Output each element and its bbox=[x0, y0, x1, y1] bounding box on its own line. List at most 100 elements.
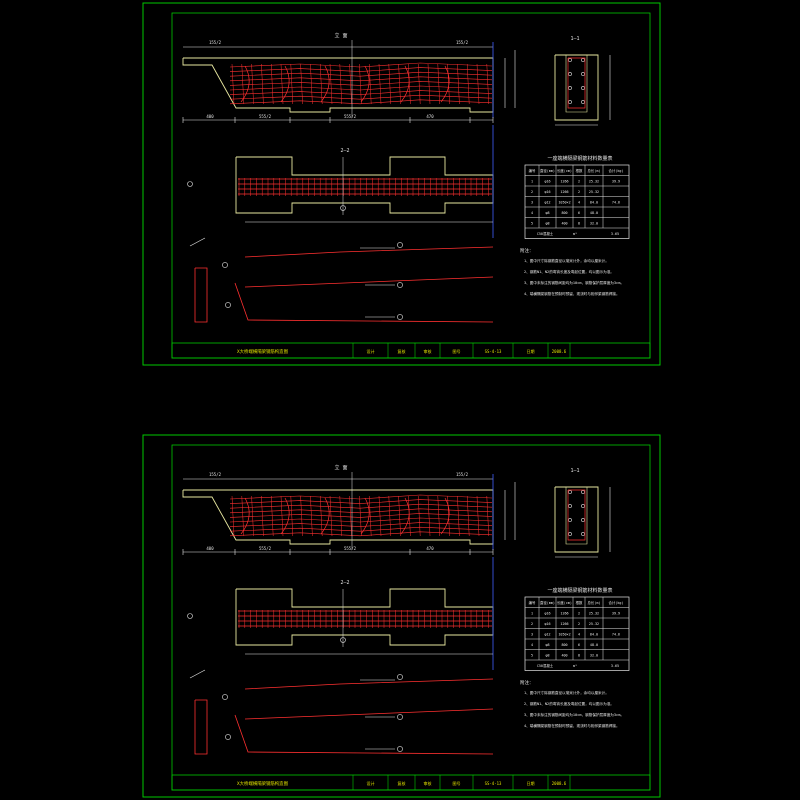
callout-circle bbox=[340, 205, 346, 211]
table-cell: 400 bbox=[561, 654, 567, 658]
rebar-stirrup bbox=[388, 495, 392, 537]
dim-top-left: 155/2 bbox=[209, 40, 222, 45]
table-header-cell: 总长(m) bbox=[588, 600, 601, 605]
title-block-cell: 设计 bbox=[367, 348, 375, 354]
rebar-stirrup bbox=[241, 63, 245, 105]
note-item: 3、图中未标注的钢筋间距均为10cm，钢筋保护层厚度为3cm。 bbox=[524, 712, 624, 717]
title-block-cell: 2008.6 bbox=[552, 349, 567, 354]
table-cell: φ12 bbox=[544, 201, 550, 205]
table-cell: 2 bbox=[578, 622, 580, 626]
table-cell: 5 bbox=[531, 222, 533, 226]
rebar-stirrup bbox=[398, 495, 401, 537]
rebar-dot bbox=[568, 100, 572, 104]
rebar-stirrup bbox=[319, 495, 323, 537]
rebar-stirrup bbox=[261, 63, 264, 105]
table-footer-value: 3.65 bbox=[611, 664, 619, 668]
rebar-stirrup bbox=[349, 495, 352, 537]
rebar-n5-leader bbox=[189, 669, 206, 679]
section-1-stirrup bbox=[567, 57, 586, 109]
rebar-stirrup bbox=[310, 63, 313, 105]
rebar-stirrup bbox=[359, 63, 362, 105]
table-cell: 2 bbox=[531, 190, 533, 194]
rebar-horizontal bbox=[229, 94, 493, 100]
rebar-stirrup bbox=[290, 495, 294, 537]
title-block-cell: 2008.6 bbox=[552, 781, 567, 786]
table-cell: 1266 bbox=[560, 190, 568, 194]
rebar-stirrup bbox=[486, 495, 490, 537]
title-block-cell: 日期 bbox=[527, 348, 535, 354]
rebar-bent bbox=[240, 497, 250, 535]
rebar-stirrup bbox=[300, 63, 303, 105]
dim-bottom-0: 400 bbox=[206, 546, 214, 551]
table-cell: 6 bbox=[578, 643, 580, 647]
rebar-bent bbox=[280, 65, 290, 103]
table-cell: 2 bbox=[578, 612, 580, 616]
table-cell: 8 bbox=[578, 222, 580, 226]
rebar-horizontal bbox=[229, 67, 493, 72]
table-header-cell: 直径(mm) bbox=[540, 168, 555, 173]
table-cell: 25.32 bbox=[589, 612, 599, 616]
rebar-stirrup bbox=[368, 495, 372, 537]
dim-bottom-2: 555/2 bbox=[344, 546, 357, 551]
rebar-stirrup bbox=[378, 63, 382, 105]
table-header-cell: 编号 bbox=[529, 600, 536, 605]
section-1-web bbox=[565, 55, 588, 113]
rebar-callout-2 bbox=[397, 714, 403, 720]
rebar-horizontal bbox=[229, 494, 493, 500]
rebar-n2 bbox=[244, 708, 494, 720]
table-footer-label: C50混凝土 bbox=[537, 231, 554, 236]
rebar-stirrup bbox=[349, 63, 352, 105]
rebar-stirrup bbox=[466, 63, 470, 105]
table-cell: φ8 bbox=[545, 222, 549, 226]
rebar-dot bbox=[581, 100, 585, 104]
rebar-dot bbox=[568, 58, 572, 62]
rebar-stirrup bbox=[290, 63, 294, 105]
table-title: 一座端横隔梁钢筋材料数量表 bbox=[547, 587, 612, 594]
section-2-2: 2—2 bbox=[187, 557, 494, 670]
table-cell: 1 bbox=[531, 612, 533, 616]
dim-top-right: 155/2 bbox=[456, 40, 469, 45]
table-header-cell: 合计(kg) bbox=[609, 600, 624, 605]
title-block-cell: 复核 bbox=[398, 780, 406, 786]
rebar-stirrup bbox=[231, 495, 235, 537]
table-cell: 1266 bbox=[560, 622, 568, 626]
table-footer-unit: m³ bbox=[573, 664, 577, 668]
table-header-cell: 长度(cm) bbox=[557, 168, 572, 173]
callout-circle bbox=[187, 181, 193, 187]
dim-bottom-1: 555/2 bbox=[259, 546, 272, 551]
title-block-cell: 复核 bbox=[398, 348, 406, 354]
rebar-callout-4 bbox=[222, 262, 228, 268]
rebar-dot bbox=[581, 72, 585, 76]
rebar-bent bbox=[400, 497, 410, 535]
sheet-outer-frame bbox=[142, 434, 661, 798]
rebar-stirrup bbox=[241, 495, 245, 537]
rebar-callout-1 bbox=[397, 674, 403, 680]
rebar-stirrup bbox=[251, 63, 254, 105]
rebar-bent bbox=[320, 497, 330, 535]
title-block-cell: SS-4-13 bbox=[485, 349, 502, 354]
rebar-dot bbox=[568, 532, 572, 536]
rebar-bent bbox=[360, 497, 370, 535]
rebar-horizontal bbox=[229, 76, 493, 82]
rebar-bent bbox=[320, 65, 330, 103]
table-cell: 48.0 bbox=[590, 211, 598, 215]
rebar-dot bbox=[581, 490, 585, 494]
sheet-inner-frame bbox=[171, 444, 651, 791]
table-header-cell: 合计(kg) bbox=[609, 168, 624, 173]
rebar-stirrup bbox=[319, 63, 323, 105]
table-cell: 2 bbox=[531, 622, 533, 626]
rebar-stirrup bbox=[408, 495, 411, 537]
material-table: 一座端横隔梁钢筋材料数量表编号直径(mm)长度(cm)根数总长(m)合计(kg)… bbox=[524, 587, 630, 671]
rebar-horizontal bbox=[229, 503, 493, 509]
note-item: 1、图中尺寸除钢筋直径以毫米计外，余均以厘米计。 bbox=[524, 690, 609, 695]
notes-block: 附注：1、图中尺寸除钢筋直径以毫米计外，余均以厘米计。2、钢筋N1、N2的弯钩长… bbox=[520, 247, 624, 296]
table-border bbox=[524, 164, 630, 239]
rebar-horizontal bbox=[229, 499, 493, 504]
rebar-stirrup bbox=[466, 495, 470, 537]
dim-top-right: 155/2 bbox=[456, 472, 469, 477]
table-cell: 74.6 bbox=[612, 201, 620, 205]
